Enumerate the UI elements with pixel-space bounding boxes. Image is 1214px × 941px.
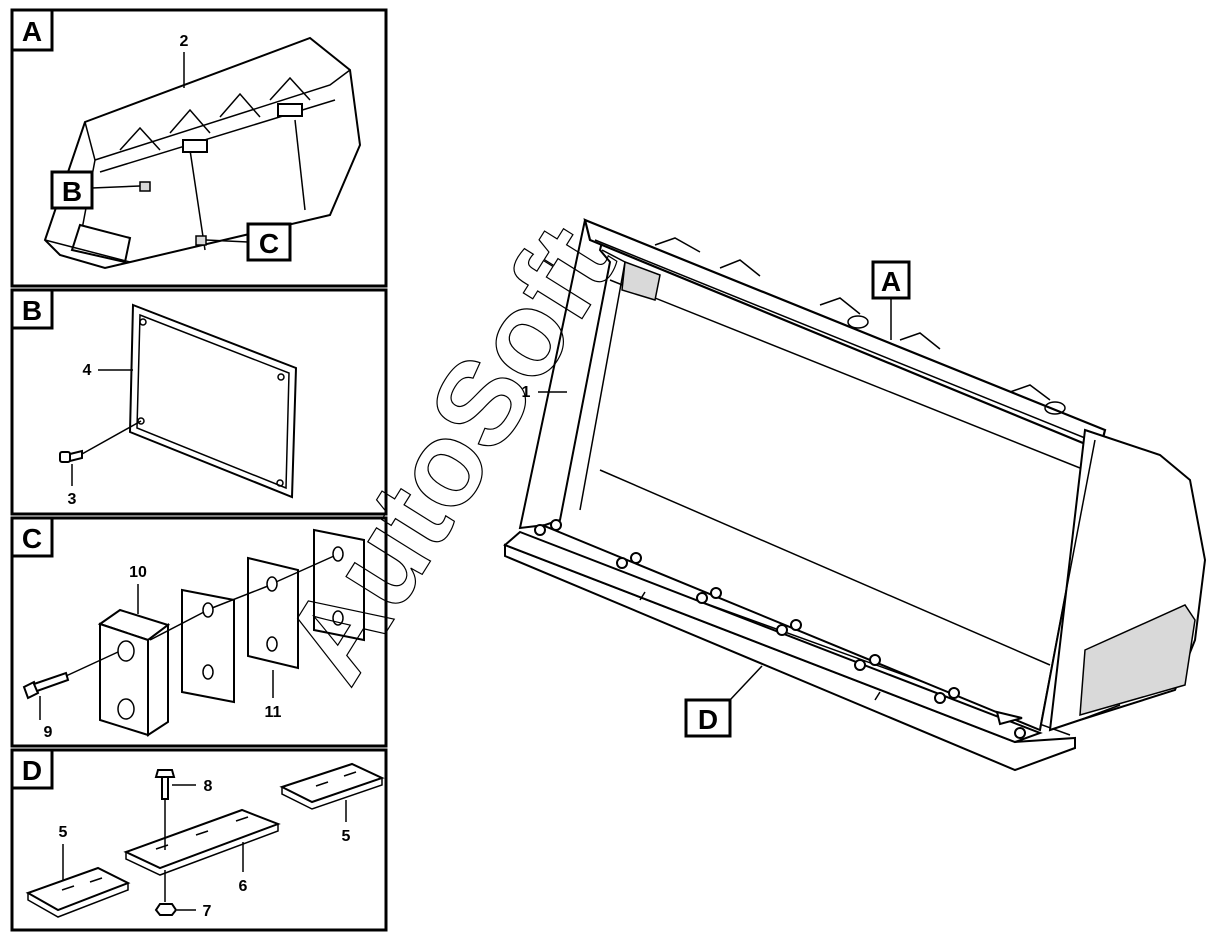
label-1: 1 <box>522 384 531 401</box>
panel-a: A 2 B C <box>10 8 388 288</box>
label-4: 4 <box>83 362 92 379</box>
bolt <box>22 671 70 700</box>
main-callout-d: D <box>698 704 718 735</box>
panel-c-letter: C <box>22 523 42 554</box>
panel-a-letter: A <box>22 16 42 47</box>
label-11: 11 <box>265 704 282 721</box>
main-bucket <box>503 218 1207 772</box>
panel-b-letter: B <box>22 295 42 326</box>
wear-plate-long <box>123 808 281 876</box>
label-5-left: 5 <box>59 824 68 841</box>
shim-plate <box>313 528 365 642</box>
wear-bolts <box>534 519 1026 739</box>
main-callout-a: A <box>881 266 901 297</box>
label-3: 3 <box>68 491 77 508</box>
panel-b: B 3 4 <box>10 288 388 516</box>
small-bucket <box>43 36 362 270</box>
callout-c: C <box>259 228 279 259</box>
label-8: 8 <box>204 778 213 795</box>
nut <box>154 903 178 916</box>
cover-plate <box>128 303 298 499</box>
label-10: 10 <box>129 564 147 581</box>
shim-plate <box>181 588 235 704</box>
panel-d-letter: D <box>22 755 42 786</box>
shim-plate <box>247 556 299 670</box>
spacer-block <box>97 608 171 737</box>
panel-c: C <box>10 516 388 748</box>
wear-plate-small <box>25 866 131 918</box>
label-9: 9 <box>44 724 53 741</box>
label-7: 7 <box>203 903 212 920</box>
label-6: 6 <box>239 878 248 895</box>
label-5-right: 5 <box>342 828 351 845</box>
callout-b: B <box>62 176 82 207</box>
screw <box>59 420 142 463</box>
flange-bolt <box>154 769 176 800</box>
label-2: 2 <box>180 33 189 50</box>
wear-plate-small <box>279 762 385 810</box>
panel-d: D 8 <box>10 748 388 932</box>
